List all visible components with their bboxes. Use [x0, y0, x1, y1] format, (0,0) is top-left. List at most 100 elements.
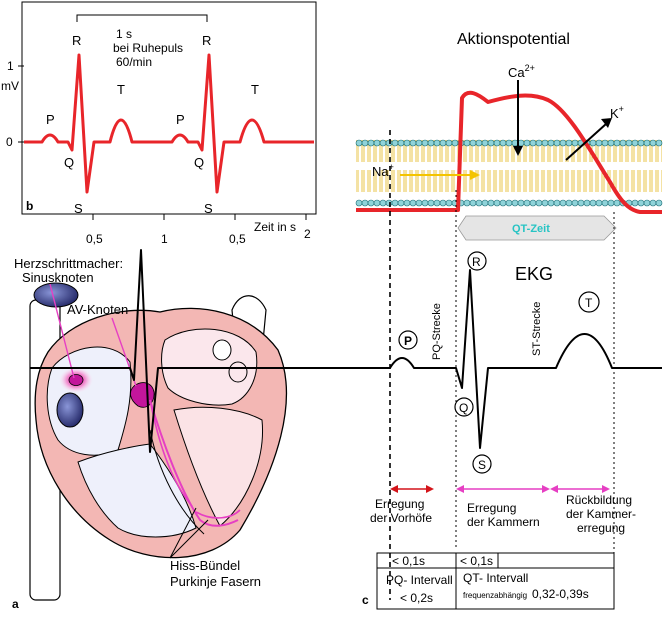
- his-leader-1: [169, 519, 209, 559]
- phospholipid-head: [379, 139, 387, 147]
- pq-segment-label: PQ-Strecke: [431, 303, 443, 360]
- wave-t-label: T: [585, 296, 593, 310]
- purkinje-path: [149, 399, 193, 507]
- label-t1: T: [117, 82, 125, 97]
- cell-membrane: [355, 139, 663, 207]
- phospholipid-head: [607, 139, 615, 147]
- label-p2: P: [176, 112, 185, 127]
- panel-b: 1 mV 0 0,5 1 0,5 2 Zeit in s b 1 s bei R…: [1, 1, 317, 246]
- phospholipid-head: [487, 199, 495, 207]
- phospholipid-head: [463, 199, 471, 207]
- phospholipid-head: [493, 139, 501, 147]
- x-tick-1: 0,5: [86, 232, 103, 246]
- phospholipid-head: [577, 199, 585, 207]
- qt-interval-value: 0,32-0,39s: [532, 587, 589, 601]
- phospholipid-head: [409, 199, 417, 207]
- phospholipid-head: [643, 199, 651, 207]
- panel-b-frame: [21, 1, 317, 215]
- phospholipid-head: [451, 139, 459, 147]
- y-tick-0: 0: [6, 135, 13, 149]
- interval-line-3: 60/min: [116, 55, 152, 69]
- qt-interval-label: QT- Intervall: [463, 571, 528, 585]
- phospholipid-head: [553, 199, 561, 207]
- membrane-lipids: [356, 140, 662, 206]
- qt-bar-label: QT-Zeit: [512, 223, 550, 235]
- phospholipid-head: [643, 139, 651, 147]
- phospholipid-head: [367, 139, 375, 147]
- phospholipid-head: [541, 199, 549, 207]
- wave-q-marker: Q: [454, 397, 474, 417]
- ekg-trace-b: [24, 53, 314, 194]
- phase2-line2: der Kammern: [467, 515, 540, 529]
- ap-title: Aktionspotential: [457, 31, 570, 48]
- panel-a-letter: a: [12, 597, 19, 611]
- phospholipid-head: [421, 199, 429, 207]
- interval-bracket: [76, 14, 208, 22]
- phospholipid-head: [559, 139, 567, 147]
- phospholipid-head: [373, 199, 381, 207]
- left-ventricle: [173, 406, 264, 527]
- phospholipid-head: [655, 139, 663, 147]
- phospholipid-head: [589, 139, 597, 147]
- phospholipid-head: [361, 139, 369, 147]
- phospholipid-head: [595, 199, 603, 207]
- table-cell-a: < 0,1s: [392, 554, 425, 568]
- phospholipid-head: [499, 139, 507, 147]
- phospholipid-head: [637, 139, 645, 147]
- ekg-title: EKG: [515, 264, 553, 284]
- wave-r-label: R: [472, 255, 481, 269]
- phospholipid-head: [619, 139, 627, 147]
- phospholipid-head: [427, 139, 435, 147]
- ca-ion: Ca2+: [508, 63, 535, 80]
- na-ion: Na+: [372, 162, 394, 179]
- phospholipid-head: [547, 139, 555, 147]
- av-label: AV-Knoten: [67, 302, 128, 317]
- x-tick-2: 1: [161, 232, 168, 246]
- phospholipid-head: [445, 139, 453, 147]
- phospholipid-head: [601, 199, 609, 207]
- phospholipid-head: [505, 139, 513, 147]
- his-label-1: Hiss-Bündel: [170, 558, 240, 573]
- phospholipid-head: [571, 199, 579, 207]
- x-ticks: [92, 214, 307, 220]
- phase-recovery-arrow: [550, 485, 610, 493]
- wave-s-label: S: [478, 458, 486, 472]
- phase3-line3: erregung: [577, 521, 625, 535]
- ca-influx: Ca2+: [508, 63, 535, 156]
- k-ion: K+: [610, 104, 624, 121]
- phase-ventricle-arrow: [456, 485, 550, 493]
- phospholipid-head: [553, 139, 561, 147]
- phospholipid-head: [559, 199, 567, 207]
- phospholipid-head: [427, 199, 435, 207]
- phospholipid-head: [595, 139, 603, 147]
- label-r1: R: [72, 33, 81, 48]
- ekg-trace-c: [30, 249, 662, 453]
- phospholipid-head: [433, 199, 441, 207]
- x-axis-label: Zeit in s: [254, 220, 296, 234]
- phospholipid-head: [487, 139, 495, 147]
- sinus-node: [68, 374, 84, 386]
- phospholipid-head: [601, 139, 609, 147]
- phospholipid-head: [517, 199, 525, 207]
- phospholipid-head: [391, 139, 399, 147]
- right-ventricle: [77, 443, 197, 538]
- phospholipid-head: [463, 139, 471, 147]
- phospholipid-head: [571, 139, 579, 147]
- qt-interval-note: frequenzabhängig: [463, 591, 527, 600]
- coronary-sinus: [56, 392, 84, 428]
- phospholipid-head: [565, 139, 573, 147]
- panel-b-letter: b: [26, 199, 33, 213]
- wave-t-marker: T: [578, 291, 600, 313]
- phospholipid-head: [649, 139, 657, 147]
- wave-r-marker: R: [467, 251, 487, 271]
- y-unit: mV: [1, 79, 19, 93]
- interval-line-2: bei Ruhepuls: [113, 41, 183, 55]
- phospholipid-head: [469, 139, 477, 147]
- phospholipid-head: [373, 139, 381, 147]
- y-tick-1: 1: [7, 59, 14, 73]
- label-t2: T: [251, 82, 259, 97]
- phospholipid-head: [403, 139, 411, 147]
- k-efflux: K+: [565, 104, 624, 161]
- label-s1: S: [74, 201, 83, 216]
- wave-p-marker: P: [398, 330, 418, 350]
